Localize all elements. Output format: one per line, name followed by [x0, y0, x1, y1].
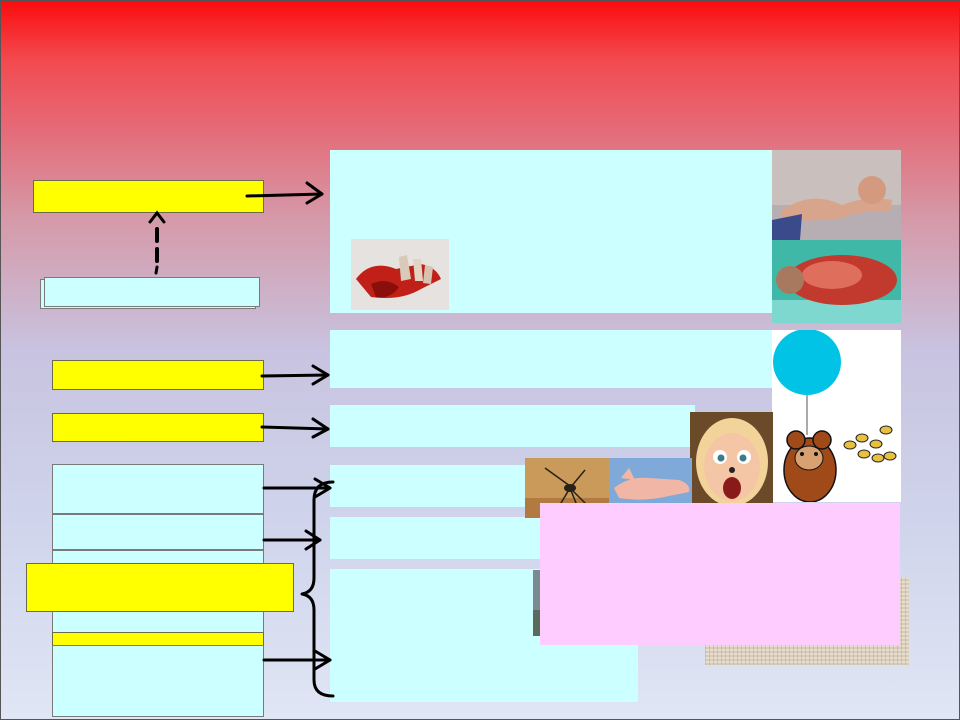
balloon-icon: [773, 330, 841, 395]
curly-brace-icon: [300, 480, 335, 698]
panel-2: [330, 330, 775, 388]
panel-3: [330, 405, 695, 447]
arrow-4-icon: [262, 477, 332, 499]
overlay-note: [540, 503, 900, 645]
label-box-9: [52, 645, 264, 717]
arrow-2-icon: [260, 364, 330, 386]
arrow-6-icon: [262, 649, 332, 671]
label-box-4: [52, 413, 264, 442]
bees-icon: [843, 425, 897, 463]
arrow-5-icon: [262, 529, 322, 551]
label-box-8: [26, 563, 294, 612]
emaciated-child-photo: [772, 150, 901, 240]
swollen-hand-photo: [609, 458, 692, 510]
label-box-2: [44, 277, 260, 307]
wounded-hand-photo: [351, 239, 449, 310]
label-box-3: [52, 360, 264, 390]
label-box-9-strip: [52, 632, 264, 646]
burned-child-photo: [772, 240, 901, 323]
panel-5: [330, 517, 542, 559]
label-box-6: [52, 514, 264, 550]
panel-4: [330, 465, 528, 507]
label-box-1: [33, 180, 264, 213]
label-box-5: [52, 464, 264, 514]
arrow-3-icon: [260, 417, 330, 439]
shocked-child-photo: [690, 412, 773, 507]
balloon-bear-cartoon: [772, 330, 901, 502]
bear-icon: [783, 430, 837, 502]
dashed-up-arrow-icon: [148, 210, 166, 275]
